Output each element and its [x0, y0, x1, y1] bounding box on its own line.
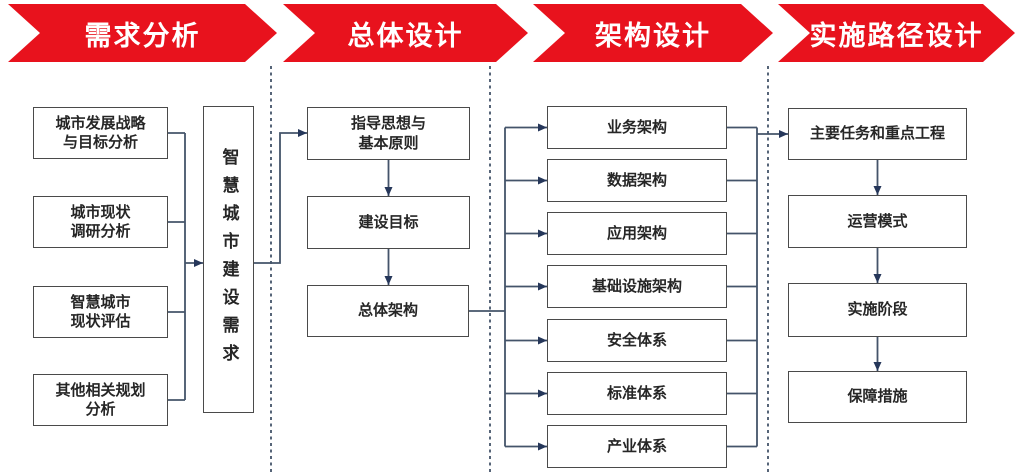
phase-label: 实施路径设计: [809, 20, 984, 52]
box-security-system: 安全体系: [547, 319, 727, 362]
box-operation-model: 运营模式: [788, 195, 967, 248]
box-data-architecture: 数据架构: [547, 159, 727, 202]
phase-banner-implementation: 实施路径设计: [778, 4, 1015, 62]
box-safeguard-measures: 保障措施: [788, 371, 967, 423]
box-implementation-phases: 实施阶段: [788, 283, 967, 337]
phase-label: 架构设计: [595, 20, 711, 52]
box-standards-system: 标准体系: [547, 372, 727, 415]
box-business-architecture: 业务架构: [547, 106, 727, 149]
box-application-architecture: 应用架构: [547, 212, 727, 255]
box-construction-goals: 建设目标: [307, 196, 470, 249]
phase-banner-requirements: 需求分析: [8, 4, 277, 62]
phase-banner-architecture: 架构设计: [533, 4, 773, 62]
box-industry-system: 产业体系: [547, 425, 727, 468]
box-smart-city-assessment: 智慧城市 现状评估: [33, 286, 168, 338]
phase-label: 需求分析: [84, 20, 201, 52]
box-other-planning-analysis: 其他相关规划 分析: [33, 374, 168, 426]
box-city-status-research: 城市现状 调研分析: [33, 196, 168, 248]
box-smart-city-construction-needs: 智慧城市建设需求: [203, 106, 254, 413]
phase-label: 总体设计: [347, 20, 464, 52]
box-guiding-principles: 指导思想与 基本原则: [307, 107, 470, 160]
box-main-tasks-key-projects: 主要任务和重点工程: [788, 108, 967, 160]
box-overall-architecture: 总体架构: [307, 285, 469, 337]
phase-banner-overall-design: 总体设计: [283, 4, 528, 62]
box-city-development-strategy: 城市发展战略 与目标分析: [33, 107, 168, 159]
box-infrastructure-architecture: 基础设施架构: [547, 265, 727, 308]
